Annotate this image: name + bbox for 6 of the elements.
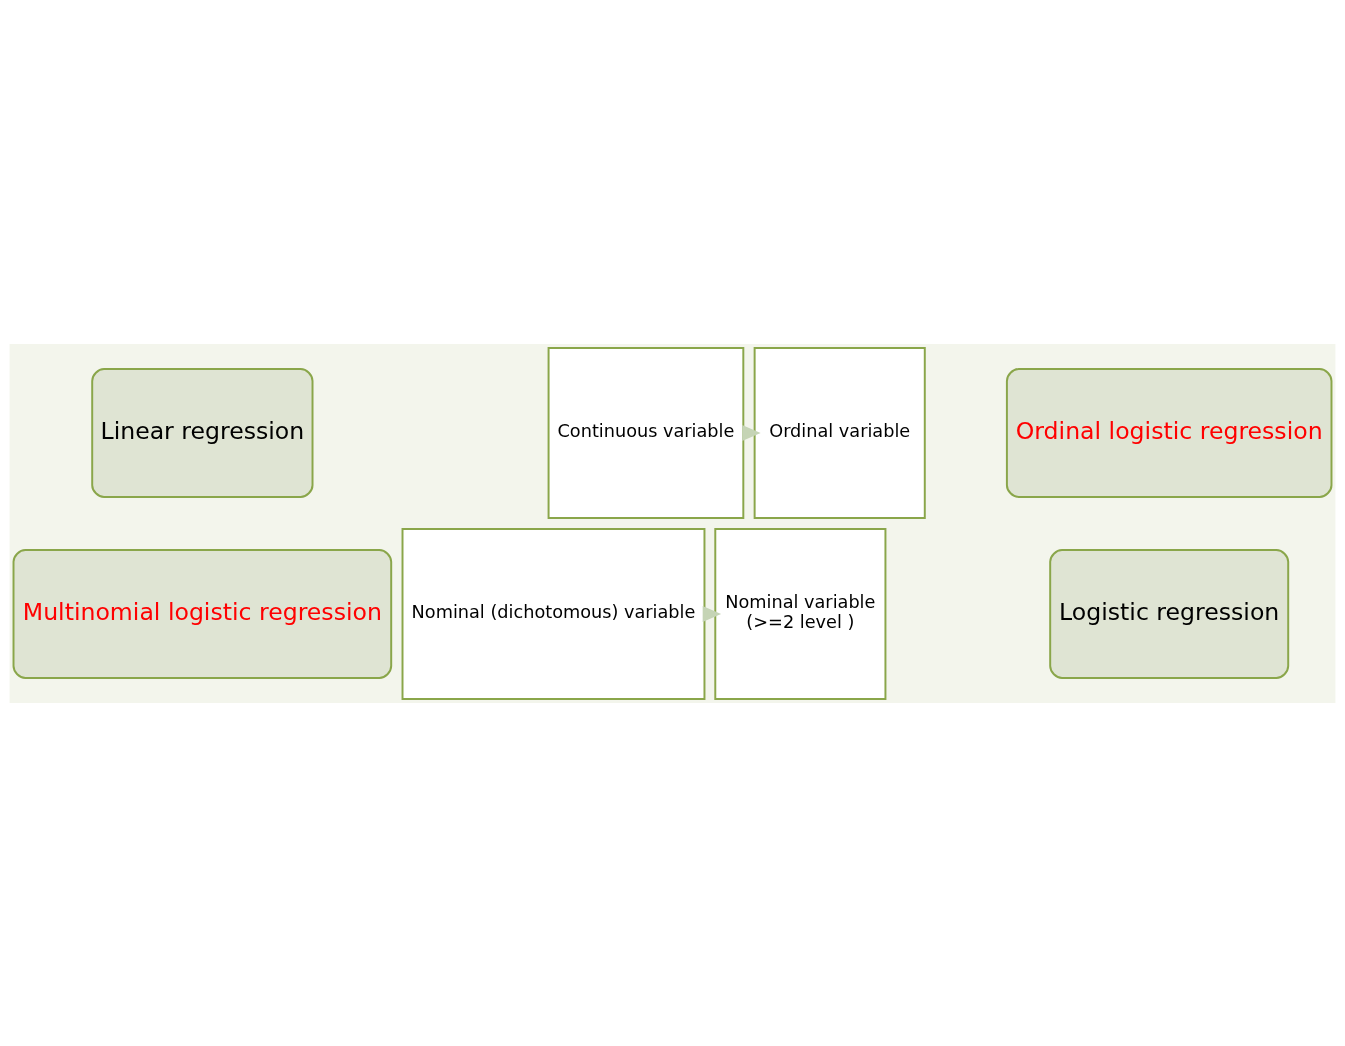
node-box: Ordinal variable [753, 346, 926, 519]
node-box: Multinomial logistic regression [12, 548, 393, 679]
node-box: Nominal variable (>=2 level ) [714, 527, 887, 700]
node-box: Linear regression [91, 367, 314, 498]
node-box: Ordinal logistic regression [1005, 367, 1333, 498]
node-box: Logistic regression [1049, 548, 1290, 679]
